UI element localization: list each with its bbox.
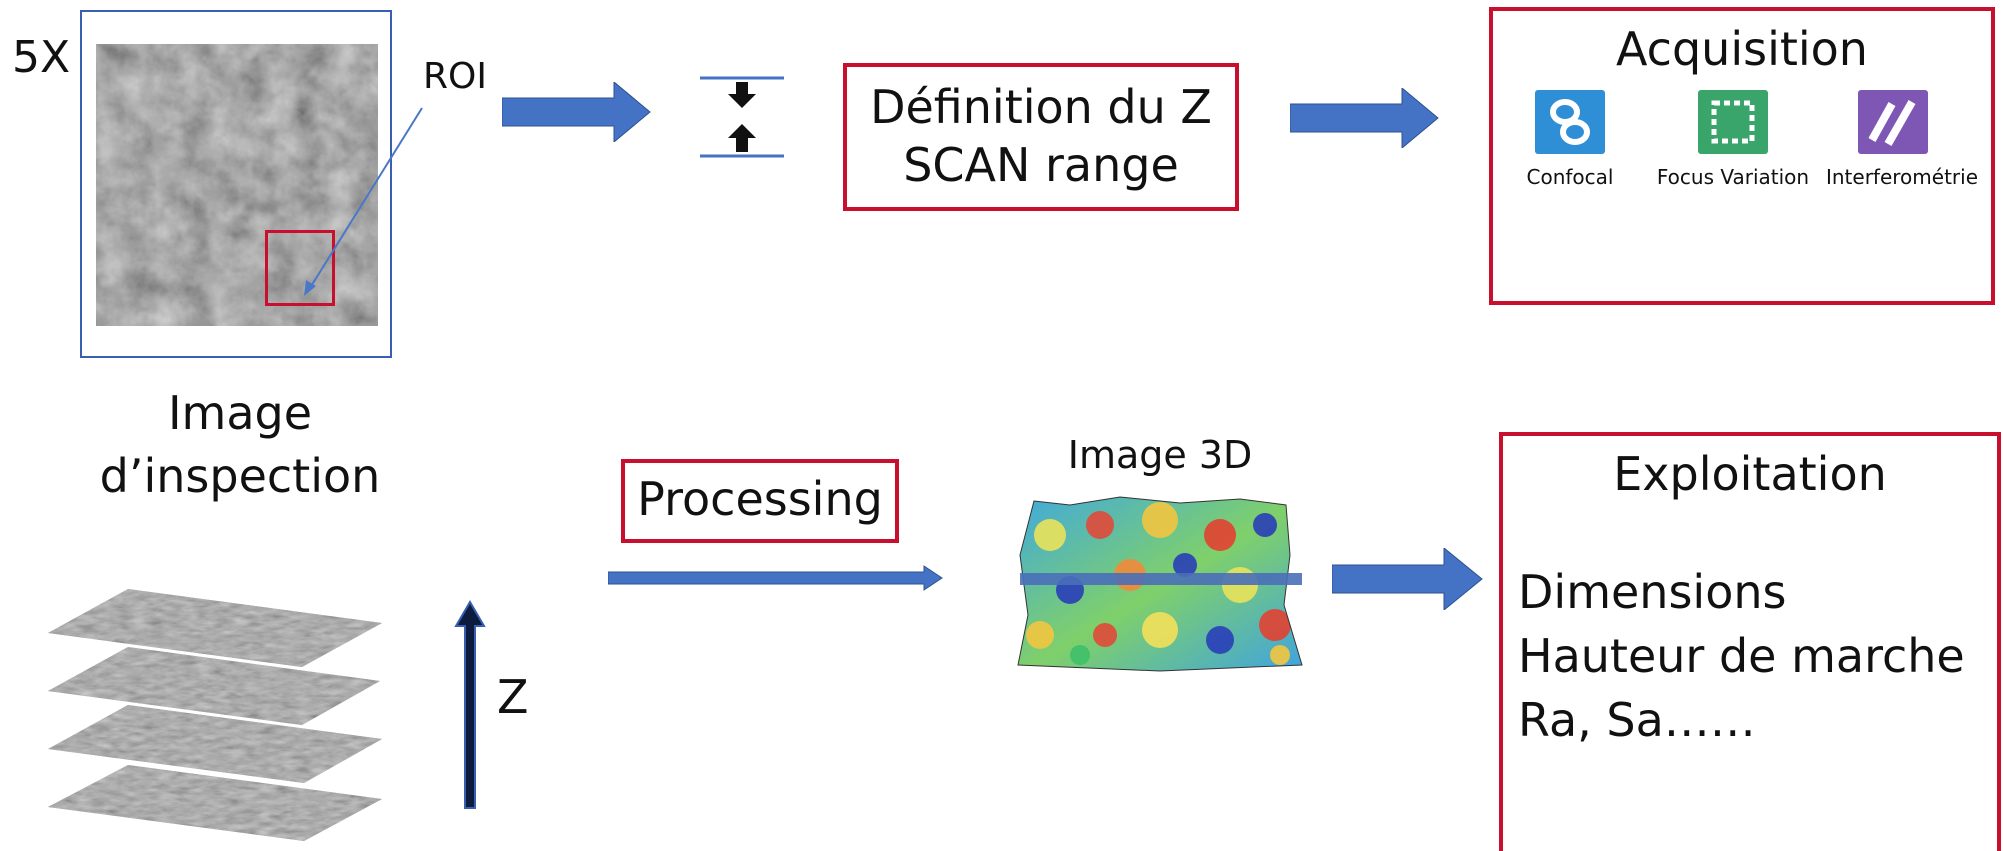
arrow-to-zscan [502,82,651,142]
inspection-caption-line1: Image [167,386,313,440]
exploitation-item: Hauteur de marche [1518,629,1965,683]
zscan-range-box [843,63,1239,211]
magnification-label: 5X [12,32,71,83]
image3d-title: Image 3D [1067,433,1253,477]
z-range-symbol [700,76,784,158]
zscan-line1: Définition du Z [870,80,1212,134]
arrow-to-acquisition [1290,88,1439,148]
exploitation-box [1499,432,2001,851]
acquisition-title: Acquisition [1616,22,1868,76]
interferometry-icon [1858,90,1928,154]
exploitation-title: Exploitation [1613,447,1887,501]
image-stack [48,589,382,841]
z-axis-label: Z [497,670,529,724]
confocal-icon [1535,90,1605,154]
inspection-caption: Image d’inspection [90,382,390,508]
focus-variation-icon [1698,90,1768,154]
processing-box [621,459,899,543]
inspection-image-frame [80,10,392,358]
exploitation-item: Dimensions [1518,565,1787,619]
zscan-range-text: Définition du Z SCAN range [843,78,1239,194]
image3d-profile-line [1020,573,1302,585]
z-axis-arrow [454,600,486,809]
exploitation-item: Ra, Sa…… [1518,693,1756,747]
interferometry-label: Interferométrie [1825,165,1979,189]
inspection-caption-line2: d’inspection [99,449,381,503]
roi-box [265,230,335,306]
confocal-label: Confocal [1526,165,1614,189]
inspection-image [96,44,378,326]
roi-label: ROI [423,56,487,97]
zscan-line2: SCAN range [903,138,1179,192]
focus-variation-label: Focus Variation [1656,165,1810,189]
processing-label: Processing [637,472,883,526]
arrow-to-exploitation [1332,548,1483,610]
exploitation-list: Dimensions Hauteur de marche Ra, Sa…… [1518,560,1965,752]
image3d-surface [1017,496,1303,672]
arrow-processing [608,565,943,591]
acquisition-box [1489,7,1995,305]
roi-leader-line [304,107,423,296]
